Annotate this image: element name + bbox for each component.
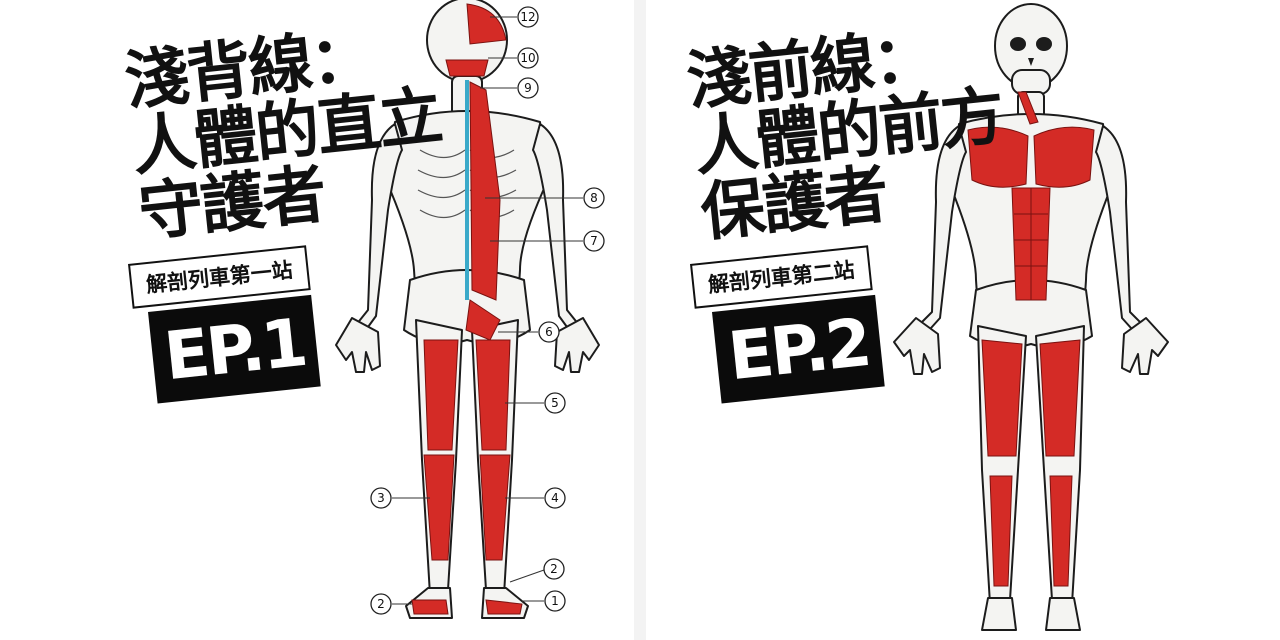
right-plantar-fascia [485,599,523,615]
svg-text:10: 10 [520,51,535,65]
left-quadriceps [981,339,1023,457]
svg-text:2: 2 [377,597,385,611]
left-plantar-fascia [411,599,449,615]
callout-6: 6 [498,321,560,343]
right-episode-badge: EP.2 [712,294,886,404]
suboccipital [445,59,489,77]
callout-10: 10 [488,47,539,69]
svg-text:6: 6 [545,325,553,339]
left-pectoral [967,126,1029,188]
panel-divider [634,0,646,640]
left-tibialis [989,475,1013,587]
left-hamstring [423,339,459,451]
right-quadriceps [1039,339,1081,457]
left-panel-back-line: 12 10 9 8 7 6 5 [0,0,634,640]
callout-5: 5 [505,392,566,414]
svg-text:9: 9 [524,81,532,95]
callout-2-right: 2 [509,558,565,583]
callout-12: 12 [490,6,539,28]
right-hand [554,317,600,373]
svg-text:8: 8 [590,191,598,205]
left-title: 淺背線： 人體的直立 守護者 [122,18,451,251]
right-hand-front [1121,317,1169,375]
right-hamstring [475,339,511,451]
anterior-anatomy-figure [893,3,1169,631]
jaw [1011,69,1051,95]
right-arm [532,123,584,339]
scalp-fascia [466,3,507,45]
left-foot-front [981,597,1017,631]
svg-text:4: 4 [551,491,559,505]
svg-text:5: 5 [551,396,559,410]
left-episode-badge: EP.1 [148,294,322,404]
callout-7: 7 [490,230,605,252]
sternocleidomastoid [1017,91,1039,125]
left-gastrocnemius [423,454,455,561]
callout-1: 1 [522,590,566,612]
svg-text:7: 7 [590,234,598,248]
left-hand-front [893,317,941,375]
svg-text:2: 2 [550,562,558,576]
back-line-muscles [411,3,523,615]
skull-face-features [1010,37,1052,66]
right-foot-front [1045,597,1081,631]
right-title: 淺前線： 人體的前方 保護者 [684,18,1013,251]
abdominal-segments [1014,188,1048,300]
right-gastrocnemius [479,454,511,561]
svg-text:12: 12 [520,10,535,24]
erector-spinae [469,81,501,301]
left-hand [335,317,381,373]
callout-2-left: 2 [370,593,412,615]
svg-text:3: 3 [377,491,385,505]
callout-9: 9 [480,77,539,99]
posterior-anatomy-figure: 12 10 9 8 7 6 5 [335,0,605,619]
right-tibialis [1049,475,1073,587]
callout-8: 8 [485,187,605,209]
svg-text:1: 1 [551,594,559,608]
right-pectoral [1033,126,1095,188]
right-arm-front [1095,125,1149,339]
callout-4: 4 [505,487,566,509]
callout-3: 3 [370,487,430,509]
right-panel-front-line: 淺前線： 人體的前方 保護者 解剖列車第二站 EP.2 [646,0,1280,640]
